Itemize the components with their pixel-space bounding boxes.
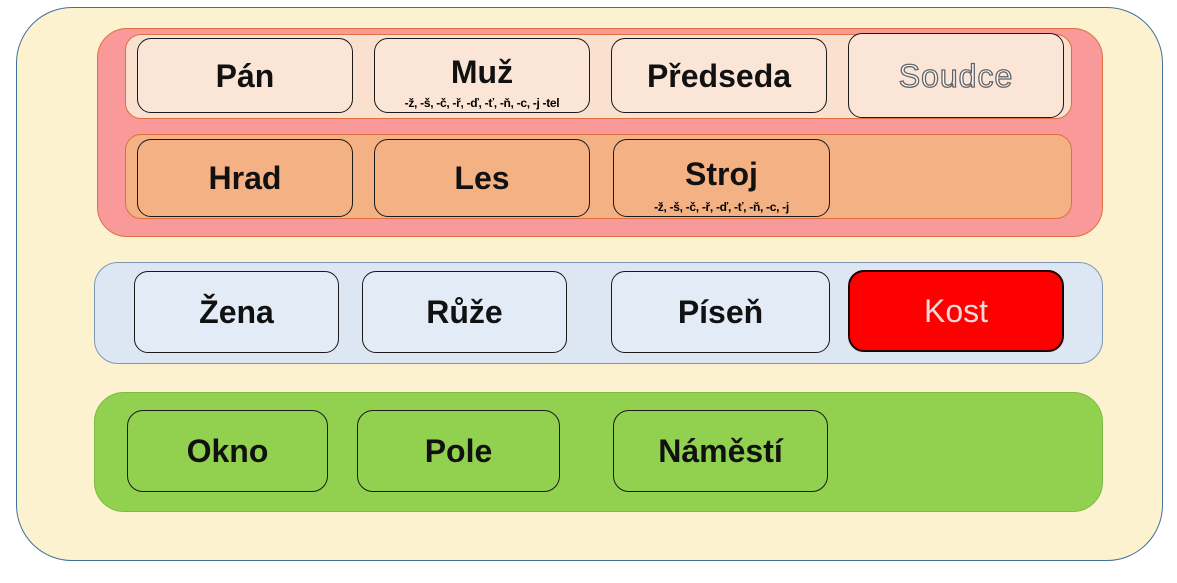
paradigm-label: Růže — [426, 294, 503, 330]
paradigm-label: Žena — [199, 294, 274, 330]
paradigm-box-namesti: Náměstí — [613, 410, 828, 492]
paradigm-label: Pole — [424, 433, 493, 469]
paradigm-label: Okno — [186, 433, 269, 469]
paradigm-label: Předseda — [646, 57, 792, 94]
paradigm-box-muz: Muž -ž, -š, -č, -ř, -ď, -ť, -ň, -c, -j -… — [374, 38, 590, 113]
paradigm-box-stroj: Stroj -ž, -š, -č, -ř, -ď, -ť, -ň, -c, -j — [613, 139, 830, 217]
paradigm-box-les: Les — [374, 139, 590, 217]
paradigm-box-pisen: Píseň — [611, 271, 830, 353]
paradigm-label: Pán — [215, 57, 275, 94]
paradigm-label: Hrad — [208, 160, 282, 196]
paradigm-box-pole: Pole — [357, 410, 560, 492]
paradigm-label: Muž — [450, 53, 514, 90]
paradigm-label: Náměstí — [658, 433, 783, 469]
paradigm-label: Les — [454, 160, 510, 196]
paradigm-box-predseda: Předseda — [611, 38, 827, 113]
paradigm-box-pan: Pán — [137, 38, 353, 113]
paradigm-endings: -ž, -š, -č, -ř, -ď, -ť, -ň, -c, -j — [654, 200, 789, 214]
paradigm-label: Kost — [923, 293, 989, 329]
paradigm-label: Soudce — [898, 57, 1014, 94]
paradigm-label: Stroj — [685, 156, 758, 192]
paradigm-endings: -ž, -š, -č, -ř, -ď, -ť, -ň, -c, -j -tel — [404, 96, 560, 110]
paradigm-label: Píseň — [677, 294, 764, 330]
paradigm-box-ruze: Růže — [362, 271, 567, 353]
paradigm-box-okno: Okno — [127, 410, 328, 492]
paradigm-box-kost: Kost — [848, 270, 1064, 352]
paradigm-box-hrad: Hrad — [137, 139, 353, 217]
paradigm-box-soudce: Soudce — [848, 33, 1064, 118]
paradigm-box-zena: Žena — [134, 271, 339, 353]
